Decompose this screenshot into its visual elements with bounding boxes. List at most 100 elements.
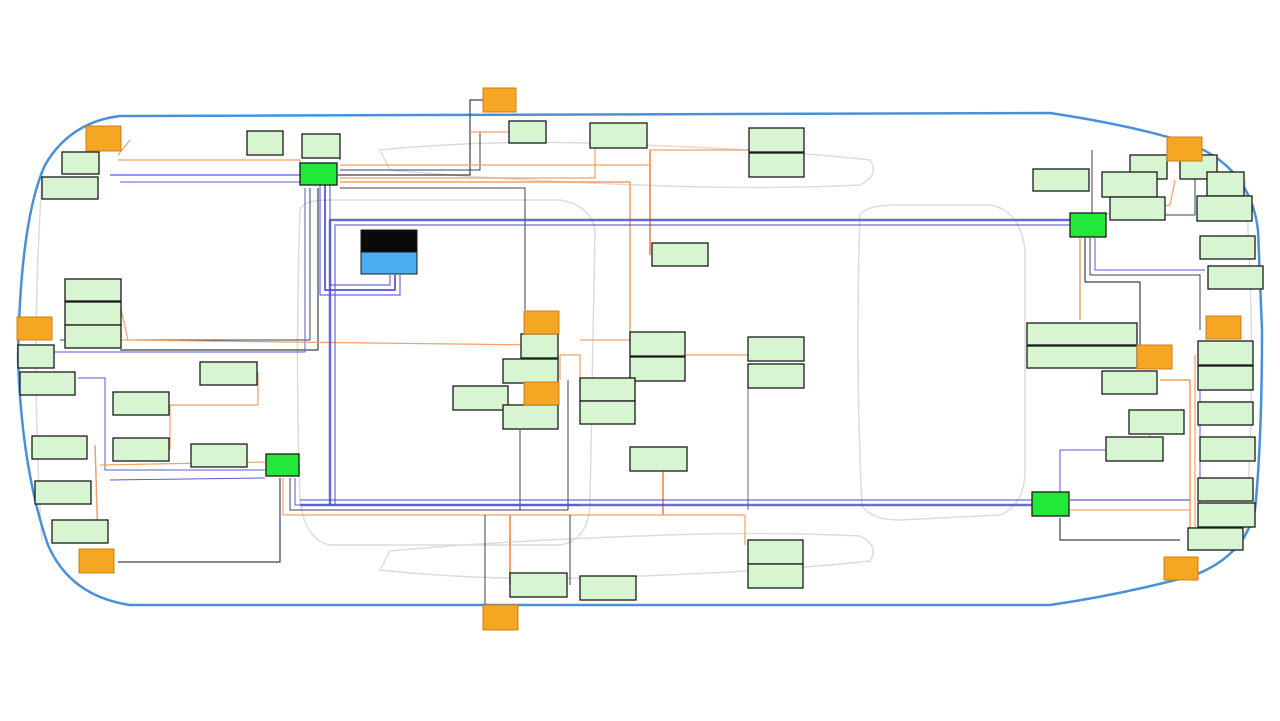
silhouette-line	[378, 532, 875, 580]
sensor-node	[85, 125, 122, 152]
wire-orange	[1160, 379, 1191, 530]
ecu-module	[41, 176, 99, 200]
ecu-module	[1105, 436, 1164, 462]
ecu-module	[1032, 168, 1090, 192]
backbone-line	[334, 224, 1070, 505]
ecu-module	[1187, 527, 1244, 551]
wire-orange	[340, 181, 631, 345]
gateway-node	[1069, 212, 1107, 238]
ecu-module	[748, 127, 805, 153]
wire-orange	[282, 478, 746, 545]
ecu-module	[747, 336, 805, 362]
ecu-module	[31, 435, 88, 460]
sensor-node	[523, 381, 560, 406]
ecu-module	[452, 385, 509, 411]
ecu-module	[1196, 195, 1253, 222]
wire-blue	[78, 377, 265, 471]
wire-dark	[1059, 518, 1180, 541]
ecu-module	[579, 575, 637, 601]
ecu-module	[579, 400, 636, 425]
wire-blue	[1059, 449, 1105, 495]
wire-blue	[294, 478, 580, 506]
sensor-node	[523, 310, 560, 335]
ecu-module	[520, 333, 559, 359]
ecu-module	[1128, 409, 1185, 435]
sensor-node	[1136, 344, 1173, 370]
wire-dark	[120, 188, 319, 351]
backbone-line	[324, 180, 396, 291]
backbone-line	[329, 185, 391, 286]
ecu-module	[508, 120, 547, 144]
ecu-module	[199, 361, 258, 386]
sensor-node	[1205, 315, 1242, 340]
gateway-node	[265, 453, 300, 477]
ecu-module	[509, 572, 568, 598]
wire-blue	[1094, 238, 1205, 271]
sensor-node	[16, 316, 53, 341]
ecu-module	[1026, 322, 1138, 346]
wire-dark	[289, 380, 569, 511]
ecu-module	[748, 152, 805, 178]
wire-dark	[340, 187, 526, 310]
ecu-module	[629, 331, 686, 357]
ecu-module	[19, 371, 76, 396]
gateway-node	[299, 162, 338, 186]
ecu-module	[747, 563, 804, 589]
ecu-module	[629, 446, 688, 472]
wire-dark	[118, 478, 281, 563]
ecu-module	[1207, 265, 1264, 290]
ecu-module	[301, 133, 341, 159]
wire-dark	[338, 99, 485, 176]
sensor-node	[1163, 556, 1199, 581]
wire-dark	[1089, 238, 1201, 330]
ecu-module	[1197, 365, 1254, 391]
ecu-module	[1101, 370, 1158, 395]
sensor-node	[482, 87, 517, 113]
ecu-module	[64, 324, 122, 349]
ecu-module	[502, 404, 559, 430]
ecu-module	[629, 356, 686, 382]
wire-orange	[117, 139, 131, 156]
sensor-node	[1166, 136, 1203, 162]
central-unit-top	[360, 229, 418, 253]
silhouette-line	[857, 204, 1026, 521]
ecu-module	[1197, 401, 1254, 426]
wire-orange	[559, 354, 581, 385]
network-backbone	[300, 180, 1070, 507]
wire-dark	[1084, 238, 1141, 345]
ecu-module	[579, 377, 636, 402]
sensor-node	[78, 548, 115, 574]
ecu-module	[1199, 436, 1256, 462]
ecu-module	[1197, 477, 1254, 502]
ecu-module	[1206, 171, 1245, 197]
ecu-module	[1109, 196, 1166, 221]
ecu-module	[1026, 345, 1138, 369]
ecu-module	[502, 358, 559, 384]
backbone-line	[319, 185, 401, 296]
ecu-module	[651, 242, 709, 267]
ecu-module	[1199, 235, 1256, 260]
ecu-module	[64, 301, 122, 326]
ecu-module	[64, 278, 122, 302]
central-unit-bottom	[360, 251, 418, 275]
ecu-module	[1197, 502, 1256, 528]
ecu-module	[112, 391, 170, 416]
gateway-node	[1031, 491, 1070, 517]
ecu-module	[190, 443, 248, 468]
silhouette-line	[296, 199, 596, 546]
sensor-node	[482, 604, 519, 631]
ecu-module	[34, 480, 92, 505]
wire-blue	[52, 188, 306, 353]
wire-dark	[340, 132, 481, 171]
ecu-module	[1197, 340, 1254, 366]
ecu-module	[17, 344, 55, 369]
wire-orange	[340, 135, 596, 179]
ecu-module	[589, 122, 648, 149]
network-nodes	[16, 87, 1264, 631]
wire-orange	[118, 159, 301, 168]
ecu-module	[747, 363, 805, 389]
ecu-module	[246, 130, 284, 156]
ecu-module	[51, 519, 109, 544]
